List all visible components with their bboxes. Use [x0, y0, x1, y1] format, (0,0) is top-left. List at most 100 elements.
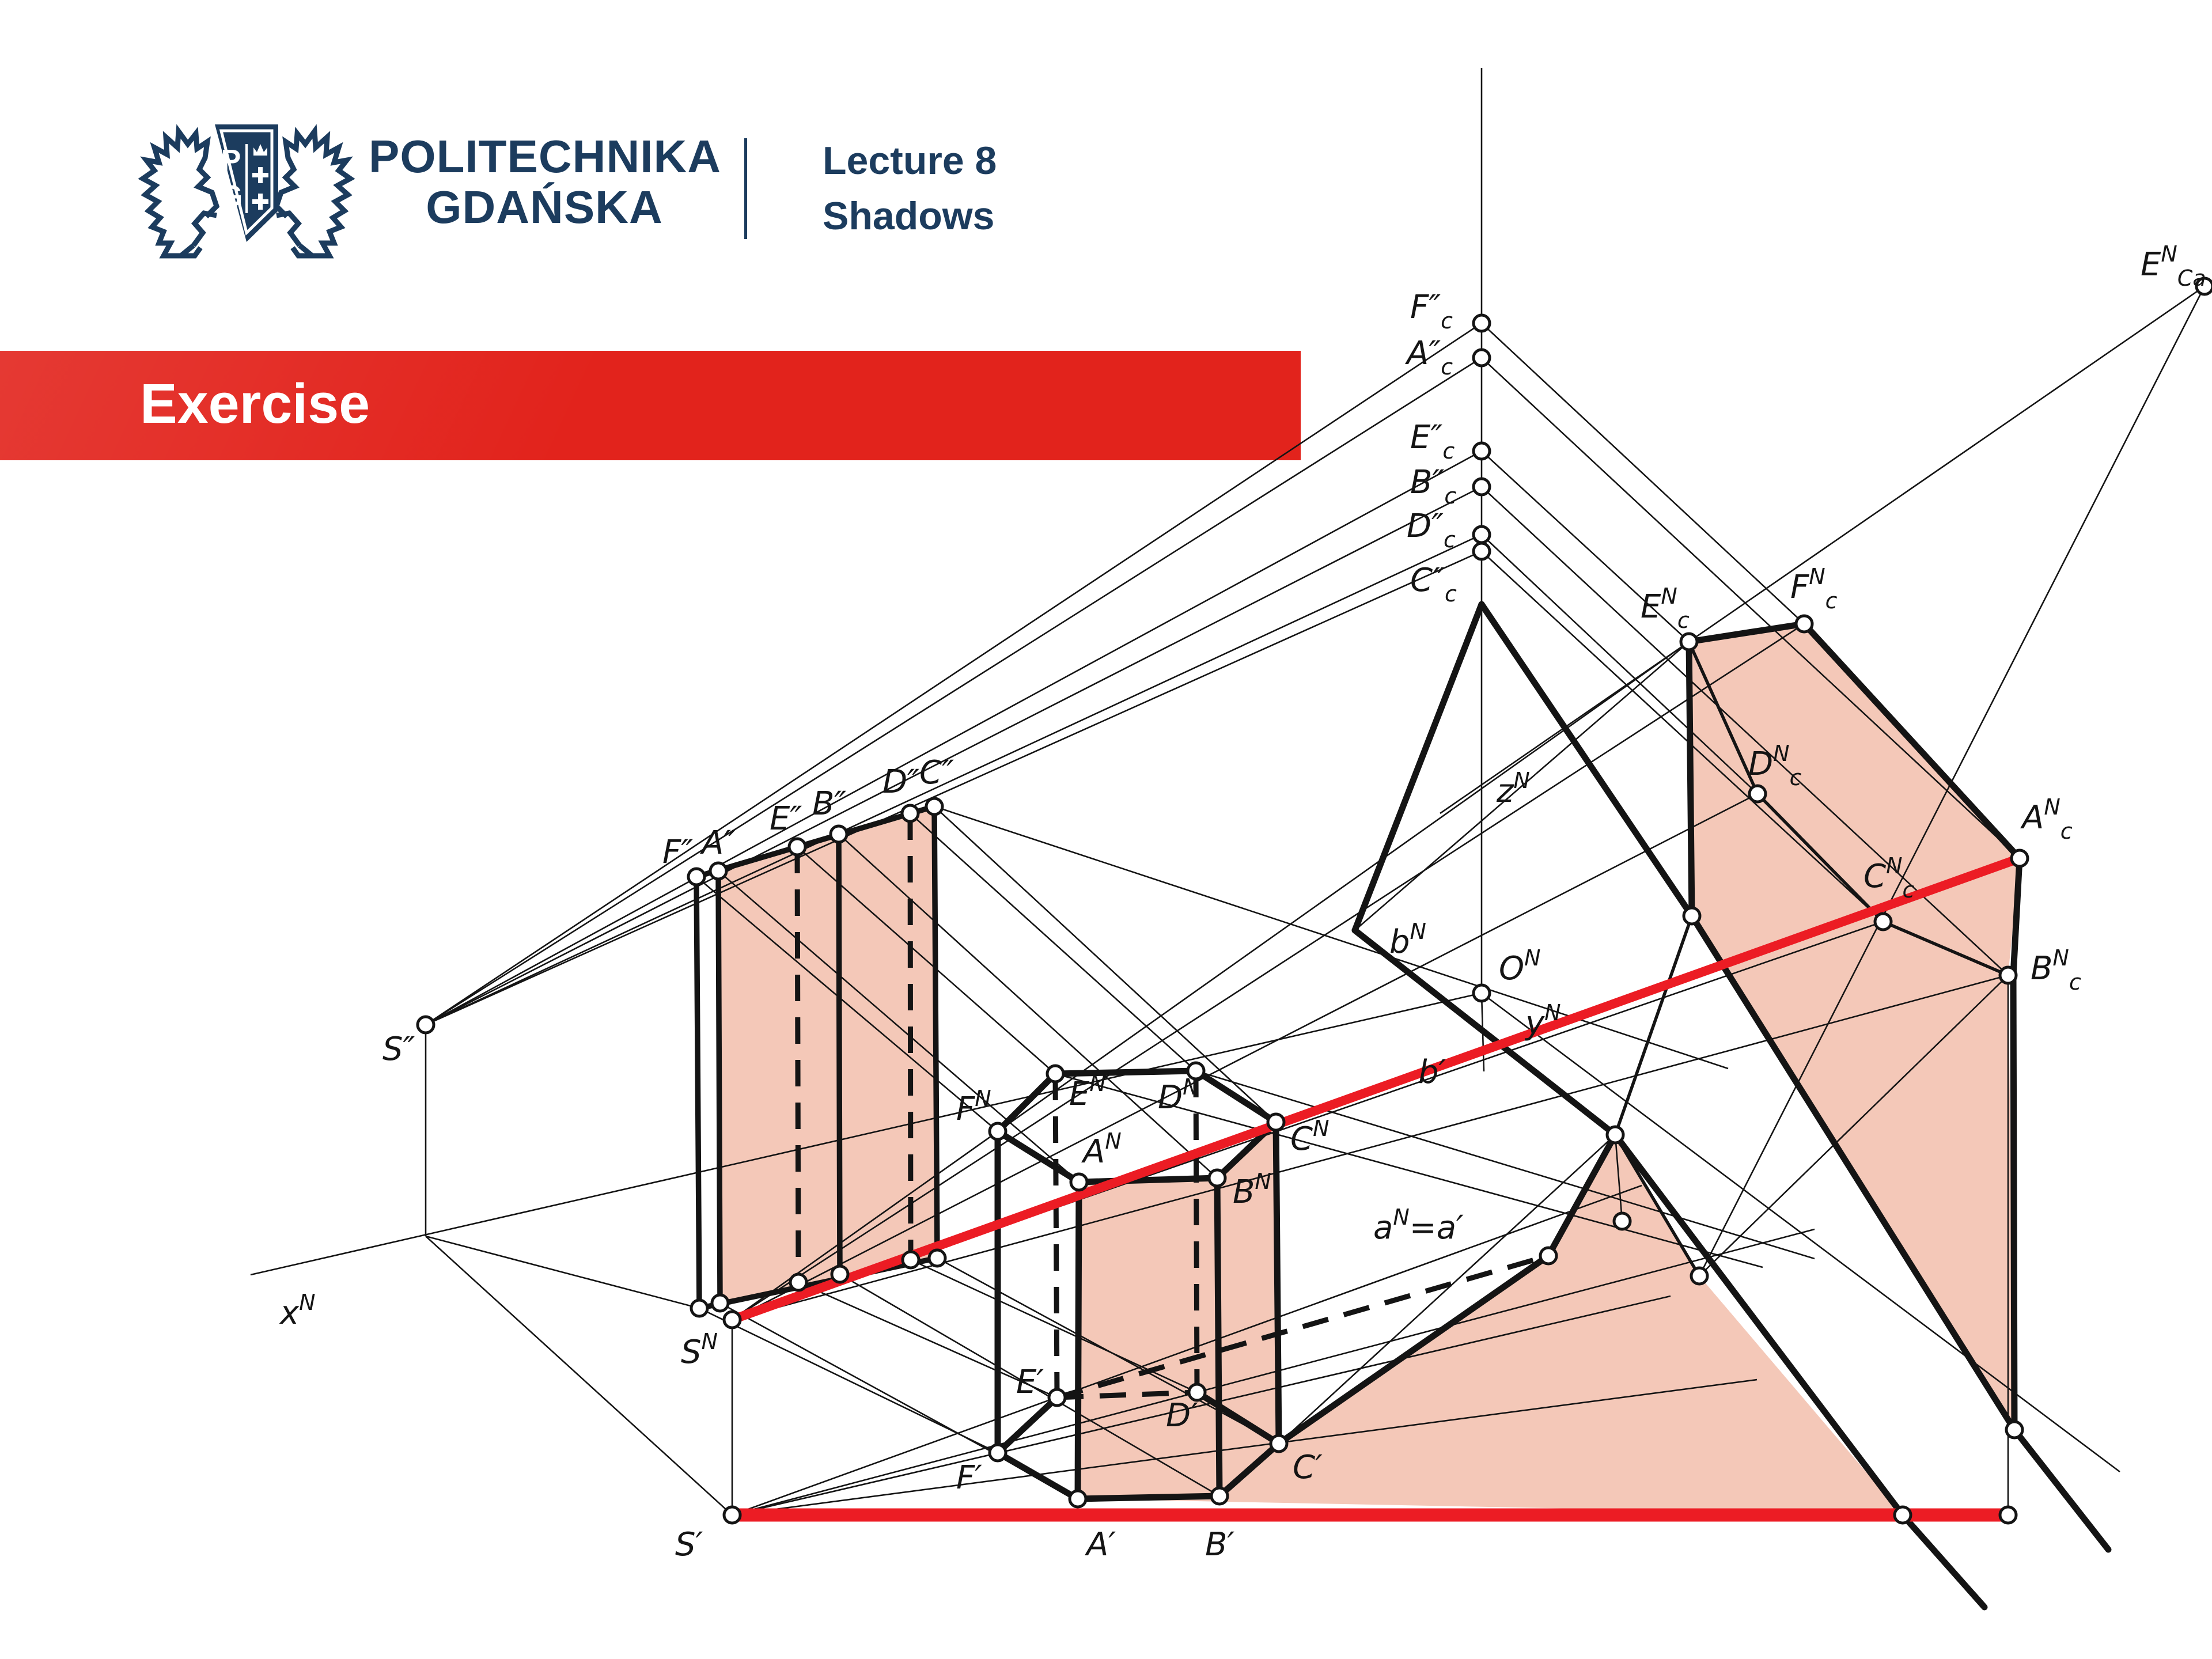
construction-line-thin [1195, 1070, 1815, 1260]
construction-line-thick [1194, 1389, 1282, 1447]
construction-line-thick [994, 1449, 1081, 1502]
label-Bprime: B′ [1205, 1526, 1234, 1563]
label-FNc: FNc [1790, 564, 1838, 613]
point-marker [1472, 477, 1491, 497]
construction-line-thin [425, 550, 1482, 1026]
construction-line-thin [1055, 1073, 1763, 1268]
point-marker [710, 1293, 730, 1313]
construction-line-dash [907, 813, 914, 1260]
construction-line-thick [994, 1070, 1059, 1135]
point-marker [1472, 348, 1491, 368]
label-Fc2: F″c [1410, 289, 1453, 334]
header: P G POLITECHNIKA GDAŃSKA Lecture 8 Shado… [0, 0, 2212, 323]
construction-line-thick [1052, 1067, 1199, 1077]
construction-line-dash [1193, 1070, 1200, 1393]
label-F2: F″ [662, 834, 693, 871]
construction-line-thin [732, 641, 1690, 1321]
point-marker [830, 1264, 850, 1284]
point-marker [787, 837, 807, 857]
construction-line-thick [1351, 927, 1619, 1138]
prism-face-bc-fill [1217, 1122, 1279, 1496]
point-marker [1748, 784, 1767, 804]
construction-line-thick [1801, 620, 2023, 862]
prism-face-ab-fill [1078, 1178, 1219, 1499]
point-marker [1893, 1505, 1912, 1525]
point-marker [1794, 614, 1814, 634]
point-marker [1539, 1246, 1558, 1266]
label-Dprime: D′ [1166, 1397, 1198, 1434]
construction-line-thick [1899, 1512, 1988, 1611]
point-marker [1187, 1382, 1207, 1402]
label-B2: B″ [812, 785, 846, 823]
university-logo-icon: P G [138, 124, 355, 259]
point-marker [1472, 313, 1491, 333]
construction-line-thick [1275, 1252, 1552, 1447]
construction-line-thin [798, 1281, 1058, 1399]
point-marker [1998, 1505, 2018, 1525]
crown-icon [253, 144, 267, 156]
label-E2: E″ [770, 800, 802, 838]
label-S2: S″ [382, 1031, 415, 1068]
construction-line-fv [694, 804, 937, 880]
point-marker [1682, 906, 1702, 926]
construction-line-thin [1440, 285, 2205, 815]
construction-line-thick [1074, 1493, 1223, 1502]
construction-line-thin [934, 805, 1729, 1070]
construction-line-thin [732, 1295, 1671, 1516]
label-Dc2: D″c [1407, 507, 1456, 552]
section-title: Exercise [140, 372, 370, 435]
construction-line-med [1756, 792, 1885, 923]
construction-line-thick [1216, 1440, 1282, 1499]
construction-line-thin [425, 533, 1482, 1026]
label-ANc: ANc [2020, 794, 2073, 844]
construction-line-med [1687, 640, 1759, 796]
university-name: POLITECHNIKA GDAŃSKA [369, 131, 721, 233]
lecture-number: Lecture 8 [823, 139, 997, 183]
point-marker [1472, 541, 1491, 561]
construction-line-thin [910, 813, 1196, 1071]
construction-line-fv [836, 831, 843, 1277]
label-C2: C″ [919, 754, 954, 791]
label-D2: D″ [882, 763, 919, 801]
point-marker [829, 824, 849, 844]
point-marker [1186, 1061, 1206, 1081]
construction-line-thin [732, 1228, 1815, 1516]
construction-line-fv [696, 1255, 940, 1311]
construction-line-thin [1614, 1134, 1623, 1222]
construction-line-thin [718, 870, 1080, 1183]
label-bprime: b′ [1418, 1054, 1446, 1091]
label-aNaprime: aN=a′ [1373, 1205, 1464, 1247]
construction-line-thin [1481, 450, 1690, 642]
construction-line-thick [994, 1128, 1082, 1185]
point-marker [1269, 1434, 1289, 1453]
shield-letter-g: G [219, 180, 243, 213]
label-xN: xN [279, 1290, 316, 1332]
construction-line-thick [1545, 1131, 1619, 1259]
construction-line-fv [931, 804, 940, 1261]
construction-line-thin [425, 1235, 700, 1309]
label-Bc2: B″c [1410, 464, 1456, 509]
lion-left-icon [138, 124, 220, 259]
construction-line-thin [425, 450, 1482, 1026]
label-EN: EN [1069, 1071, 1106, 1113]
label-yN: yN [1524, 1000, 1561, 1042]
construction-line-thick [1612, 1131, 1906, 1518]
construction-line-thin [1481, 551, 1884, 922]
label-A2: A″ [700, 824, 736, 862]
cross-icon-2 [252, 194, 268, 210]
header-divider [744, 138, 747, 239]
label-ENCa: ENCa [2141, 241, 2206, 291]
point-marker [1046, 1064, 1065, 1084]
label-ON: ON [1499, 945, 1541, 987]
construction-line-thin [699, 1307, 998, 1454]
construction-line-dash [1056, 1389, 1198, 1400]
label-FN: FN [956, 1086, 991, 1128]
construction-line-thin [1699, 975, 2009, 1277]
point-marker [709, 861, 728, 881]
university-name-line2: GDAŃSKA [426, 181, 663, 233]
university-name-line1: POLITECHNIKA [369, 131, 721, 182]
point-marker [900, 804, 920, 823]
label-Ac2: A″c [1405, 335, 1453, 380]
point-marker [1873, 912, 1893, 931]
